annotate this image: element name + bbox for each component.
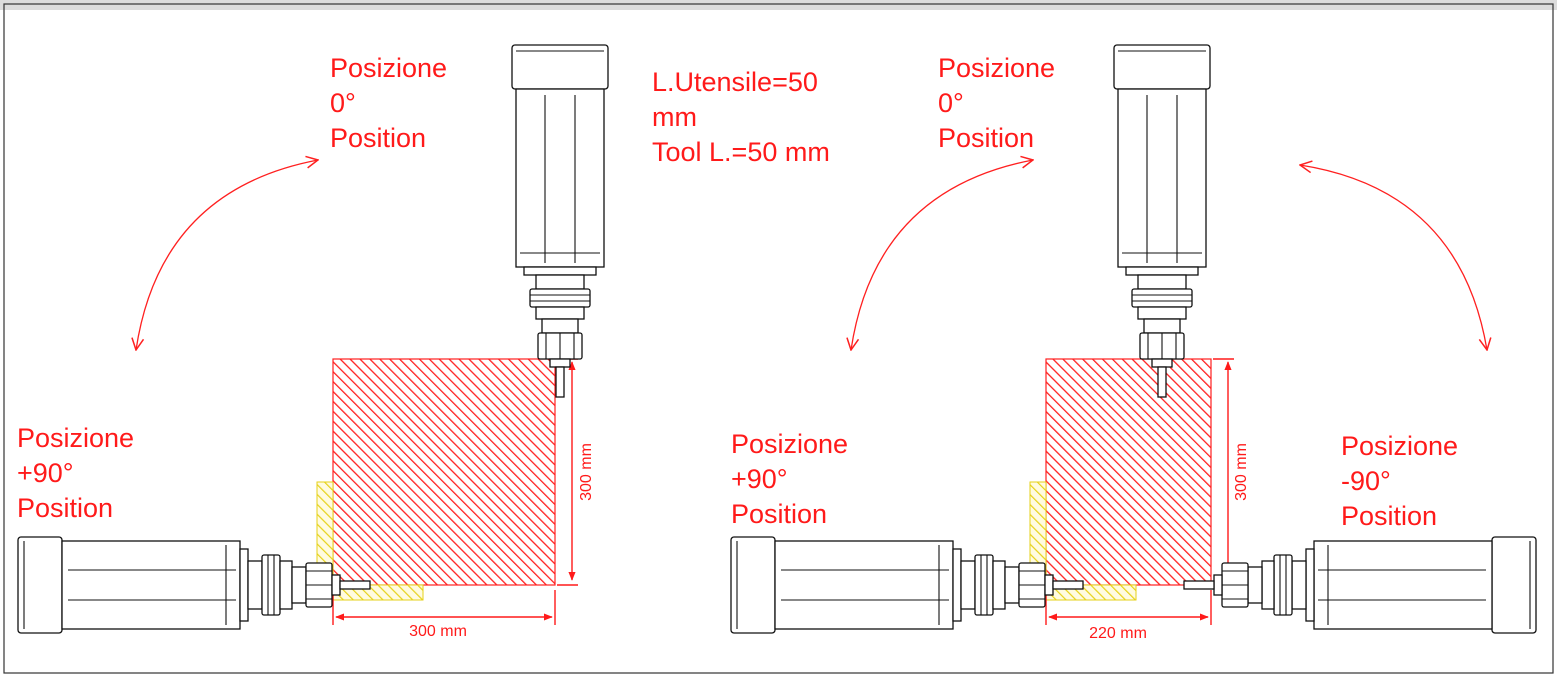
label-pos0-left-line2: 0° (330, 88, 356, 118)
label-pos0-left-line3: Position (330, 123, 426, 153)
label-pos0-right-line3: Position (938, 123, 1034, 153)
label-pos-plus90-right-line3: Position (731, 499, 827, 529)
label-pos-minus90-right-line3: Position (1341, 501, 1437, 531)
label-tool-length-line1: L.Utensile=50 (652, 67, 818, 97)
dimension-label-height-left: 300 mm (578, 443, 595, 501)
label-tool-length-line3: Tool L.=50 mm (652, 137, 830, 167)
label-tool-length: L.Utensile=50 mm Tool L.=50 mm (652, 67, 830, 167)
label-pos0-right: Posizione 0° Position (938, 53, 1063, 153)
rotation-arc-right-minus90 (1300, 165, 1487, 350)
label-pos-plus90-right-line2: +90° (731, 464, 788, 494)
label-pos-plus90-right-line1: Posizione (731, 429, 848, 459)
rotation-arc-left (136, 160, 318, 350)
label-pos0-left-line1: Posizione (330, 53, 447, 83)
dimension-label-height-right: 300 mm (1233, 443, 1250, 501)
top-shadow-band (0, 0, 1557, 10)
right-panel: Posizione 0° Position Posizione +90° Pos… (730, 44, 1537, 642)
label-pos-plus90-left-line1: Posizione (17, 423, 134, 453)
label-pos-plus90-right: Posizione +90° Position (731, 429, 856, 529)
label-pos0-right-line1: Posizione (938, 53, 1055, 83)
rotation-arc-right-plus90 (851, 160, 1033, 350)
spindle-motor-horizontal-right-minus90 (1183, 536, 1537, 634)
dimension-label-width-left: 300 mm (409, 623, 467, 640)
spindle-motor-vertical-left (511, 44, 609, 398)
diagram-border (3, 3, 1554, 674)
label-tool-length-line2: mm (652, 102, 697, 132)
left-panel: Posizione 0° Position L.Utensile=50 mm T… (17, 44, 830, 640)
label-pos0-right-line2: 0° (938, 88, 964, 118)
dimension-label-width-right: 220 mm (1089, 625, 1147, 642)
label-pos-plus90-left-line3: Position (17, 493, 113, 523)
label-pos0-left: Posizione 0° Position (330, 53, 455, 153)
label-pos-minus90-right-line1: Posizione (1341, 431, 1458, 461)
label-pos-plus90-left-line2: +90° (17, 458, 74, 488)
label-pos-minus90-right: Posizione -90° Position (1341, 431, 1466, 531)
work-area-red-hatch-right (1045, 358, 1212, 586)
label-pos-plus90-left: Posizione +90° Position (17, 423, 142, 523)
label-pos-minus90-right-line2: -90° (1341, 466, 1391, 496)
work-area-red-hatch-left (332, 358, 556, 586)
spindle-motor-vertical-right (1113, 44, 1211, 398)
